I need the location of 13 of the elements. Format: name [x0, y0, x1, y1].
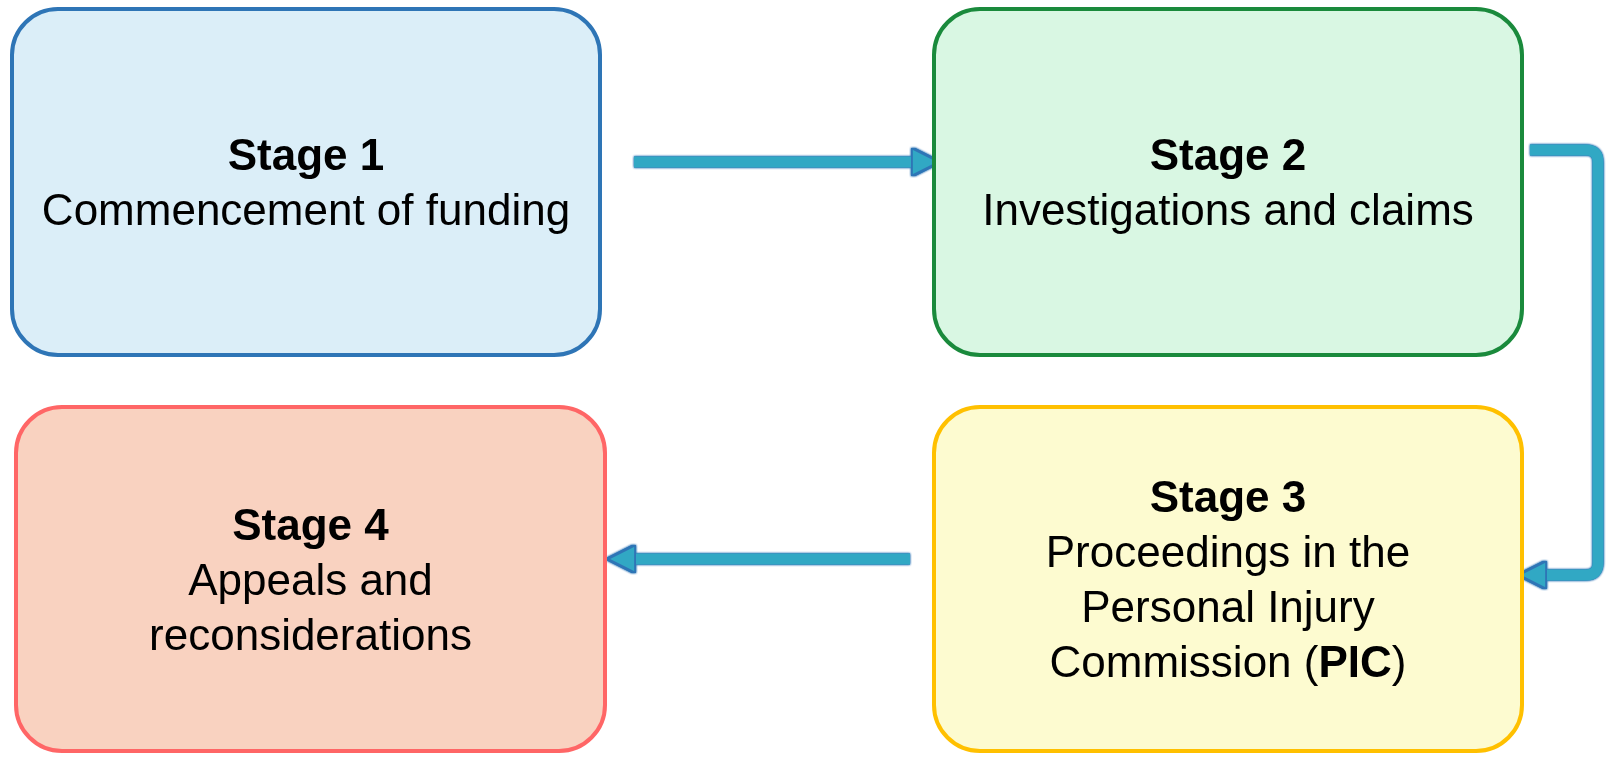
stage-box [932, 405, 1524, 753]
stage-description: Commencement of funding [41, 184, 571, 236]
stage-heading: Stage 3 [1149, 471, 1307, 523]
stage-box [932, 7, 1524, 357]
stage-description: Proceedings in the Personal Injury Commission (PIC) [1044, 526, 1412, 688]
stage-heading: Stage 4 [232, 498, 389, 551]
stage-heading: Stage 1 [227, 129, 385, 181]
stage-box [14, 405, 607, 753]
stage-heading: Stage 2 [1149, 129, 1307, 181]
stage-description: Investigations and claims [982, 184, 1474, 236]
arrow [605, 543, 910, 575]
stage-description: Appeals and reconsiderations [148, 553, 473, 661]
stage-box [10, 7, 602, 357]
